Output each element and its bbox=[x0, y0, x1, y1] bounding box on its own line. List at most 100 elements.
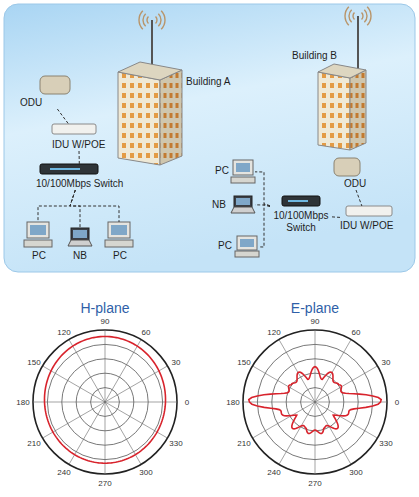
angle-label: 0 bbox=[185, 398, 189, 407]
angle-label: 180 bbox=[16, 398, 29, 407]
pc-icon bbox=[235, 236, 259, 257]
device-node: PC bbox=[218, 236, 259, 257]
radiation-pattern bbox=[249, 367, 381, 434]
grid-spoke bbox=[315, 402, 316, 474]
cable bbox=[70, 190, 119, 222]
device-label: ODU bbox=[20, 97, 42, 109]
polar-plot bbox=[33, 330, 177, 474]
odu-icon bbox=[40, 76, 70, 94]
angle-label: 90 bbox=[311, 317, 320, 326]
plot-title: E-plane bbox=[291, 300, 339, 316]
cable bbox=[332, 216, 340, 217]
angle-label: 60 bbox=[142, 327, 151, 336]
device-node: Building A bbox=[112, 14, 230, 166]
radio-wave bbox=[139, 11, 143, 29]
angle-label: 330 bbox=[169, 438, 182, 447]
building-a-icon bbox=[118, 20, 182, 165]
radio-wave bbox=[349, 10, 352, 23]
plot-title: H-plane bbox=[80, 300, 129, 316]
radio-wave bbox=[143, 14, 146, 27]
device-label: NB bbox=[212, 199, 226, 211]
angle-label: 180 bbox=[226, 398, 239, 407]
radio-wave bbox=[156, 16, 157, 23]
angle-label: 210 bbox=[237, 438, 250, 447]
angle-label: 300 bbox=[349, 468, 362, 477]
device-label: PC bbox=[113, 250, 127, 262]
radio-wave bbox=[353, 12, 354, 19]
device-node: ODU bbox=[20, 76, 70, 109]
pc-icon bbox=[24, 222, 52, 247]
device-label: 10/100Mbps Switch bbox=[36, 178, 123, 190]
radio-wave bbox=[362, 12, 363, 19]
cable bbox=[57, 109, 68, 124]
angle-label: 30 bbox=[172, 357, 181, 366]
device-label: IDU W/POE bbox=[52, 139, 105, 151]
grid-spoke bbox=[105, 330, 106, 402]
device-node: NB bbox=[212, 196, 255, 213]
device-label: PC bbox=[215, 165, 229, 177]
device-node: PC bbox=[215, 160, 255, 183]
grid-spoke bbox=[43, 402, 105, 438]
pc-icon bbox=[231, 160, 255, 183]
grid-ring bbox=[243, 330, 387, 474]
device-label: ODU bbox=[344, 178, 366, 190]
angle-label: 60 bbox=[352, 327, 361, 336]
device-node: Building B bbox=[292, 8, 370, 152]
angle-label: 150 bbox=[237, 357, 250, 366]
notebook-icon bbox=[68, 228, 92, 246]
grid-spoke bbox=[253, 366, 315, 402]
device-label: NB bbox=[73, 250, 87, 262]
grid-spoke bbox=[43, 366, 105, 402]
device-label: PC bbox=[218, 240, 232, 252]
pc-icon bbox=[105, 222, 133, 247]
polar-plot bbox=[243, 330, 387, 474]
grid-spoke bbox=[105, 402, 167, 438]
cable bbox=[356, 190, 362, 206]
cable bbox=[255, 172, 270, 206]
radio-waves bbox=[139, 7, 371, 29]
switch-icon bbox=[40, 164, 98, 174]
cable bbox=[79, 151, 80, 164]
grid-spoke bbox=[105, 340, 141, 402]
odu-icon bbox=[334, 158, 360, 176]
device-label: Building B bbox=[292, 50, 337, 62]
device-label: IDU W/POE bbox=[340, 220, 393, 232]
device-node: 10/100Mbps Switch bbox=[270, 196, 332, 234]
device-node: PC bbox=[24, 222, 52, 262]
device-node: IDU W/POE bbox=[52, 124, 105, 151]
grid-ring bbox=[33, 330, 177, 474]
angle-label: 270 bbox=[308, 479, 321, 488]
device-node: 10/100Mbps Switch bbox=[36, 164, 123, 190]
angle-label: 0 bbox=[395, 398, 399, 407]
device-node: PC bbox=[105, 222, 133, 262]
angle-label: 210 bbox=[27, 438, 40, 447]
radio-wave bbox=[345, 7, 349, 25]
grid-spoke bbox=[69, 340, 105, 402]
cable bbox=[70, 190, 80, 228]
cable bbox=[259, 204, 270, 247]
building-b-icon bbox=[318, 16, 366, 150]
angle-label: 30 bbox=[382, 357, 391, 366]
grid-spoke bbox=[105, 366, 167, 402]
device-node: NB bbox=[68, 228, 92, 262]
device-label: PC bbox=[32, 250, 46, 262]
radio-wave bbox=[364, 10, 367, 23]
radio-wave bbox=[161, 11, 165, 29]
angle-label: 300 bbox=[139, 468, 152, 477]
device-node: IDU W/POE bbox=[340, 206, 393, 232]
angle-label: 150 bbox=[27, 357, 40, 366]
angle-label: 330 bbox=[379, 438, 392, 447]
radio-wave bbox=[367, 7, 371, 25]
radio-wave bbox=[147, 16, 148, 23]
angle-label: 270 bbox=[98, 479, 111, 488]
radiation-pattern bbox=[44, 336, 165, 463]
grid-spoke bbox=[243, 402, 315, 403]
notebook-icon bbox=[231, 196, 255, 213]
switch-icon bbox=[282, 196, 320, 206]
idu-icon bbox=[346, 206, 392, 216]
angle-label: 120 bbox=[57, 327, 70, 336]
